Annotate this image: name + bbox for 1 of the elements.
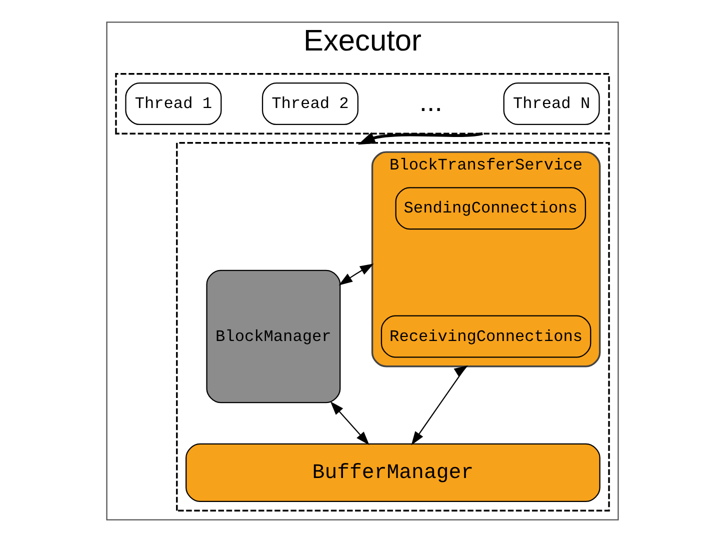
label: ... (419, 86, 442, 117)
